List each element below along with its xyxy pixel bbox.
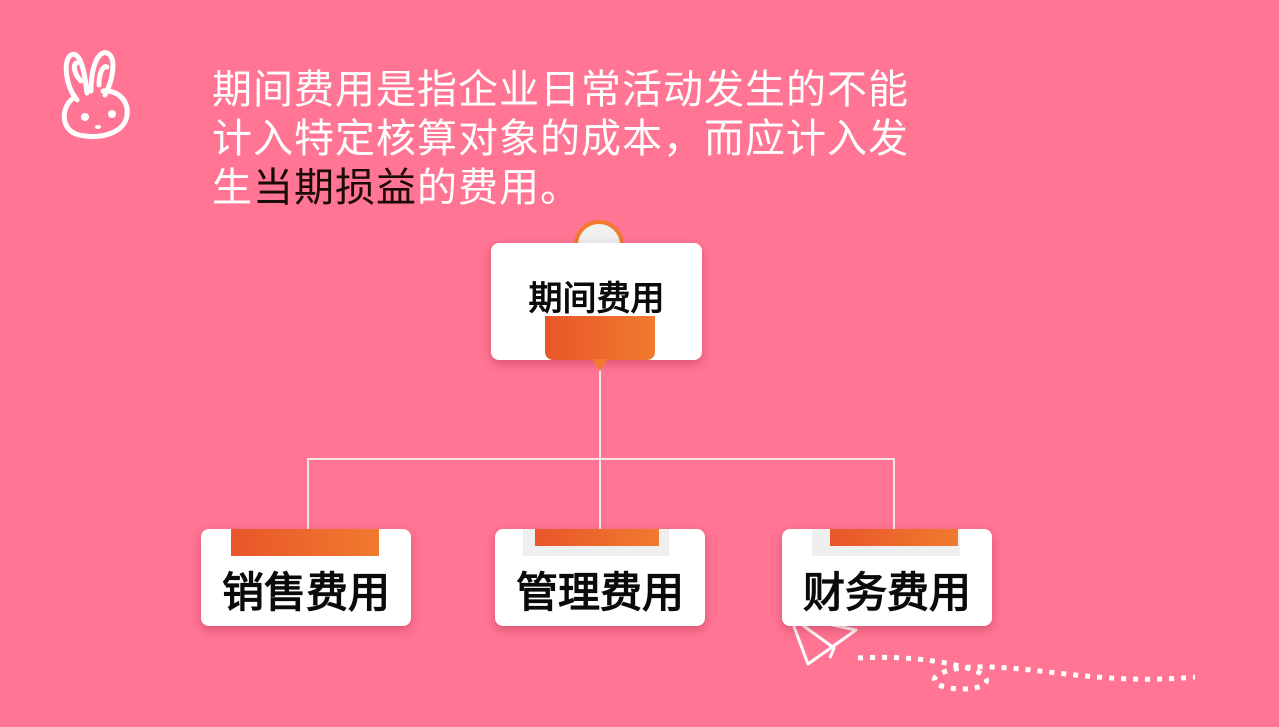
intro-text: 的费用。 (417, 165, 581, 211)
root-node[interactable]: 期间费用 (491, 243, 702, 360)
connector-horizontal (307, 458, 895, 460)
child-node-tab (830, 529, 958, 546)
highlight-term: 当期损益 (253, 165, 417, 211)
intro-line-3: 生当期损益的费用。 (212, 164, 952, 213)
root-node-label: 期间费用 (528, 279, 665, 319)
connector-left (307, 458, 309, 530)
child-node-tab (231, 529, 379, 556)
root-node-tab (545, 316, 655, 360)
child-node-tab (535, 529, 659, 546)
child-node-sales[interactable]: 销售费用 (201, 529, 411, 626)
bunny-icon (61, 50, 130, 140)
child-node-finance[interactable]: 财务费用 (782, 529, 992, 626)
child-node-admin[interactable]: 管理费用 (495, 529, 705, 626)
child-node-label: 管理费用 (515, 568, 684, 617)
child-node-label: 销售费用 (221, 568, 390, 617)
intro-paragraph: 期间费用是指企业日常活动发生的不能 计入特定核算对象的成本，而应计入发 生当期损… (212, 66, 952, 213)
connector-right (893, 458, 895, 530)
intro-line-2: 计入特定核算对象的成本，而应计入发 (212, 116, 909, 162)
connector-vertical-root (599, 370, 601, 530)
intro-text: 生 (212, 165, 253, 211)
root-pointer (592, 359, 608, 371)
dotted-path-decoration (857, 654, 1196, 692)
intro-line-1: 期间费用是指企业日常活动发生的不能 (212, 67, 909, 113)
child-node-label: 财务费用 (802, 568, 971, 617)
